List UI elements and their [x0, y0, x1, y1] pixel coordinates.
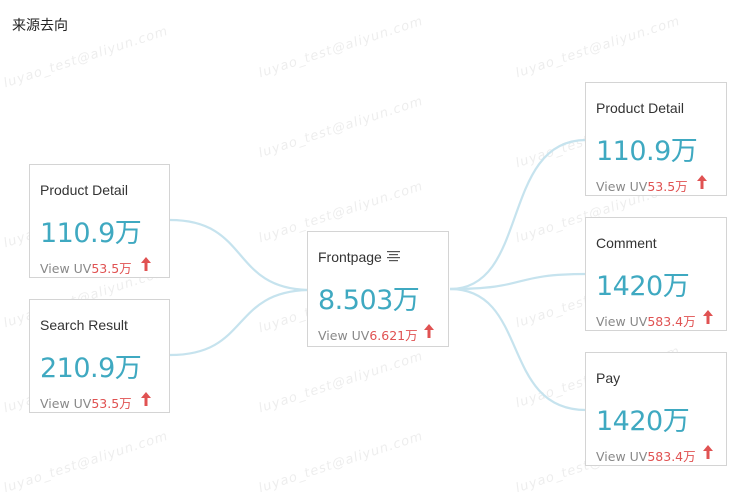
card-label: Pay — [596, 370, 621, 386]
uv-label: View UV — [40, 261, 92, 276]
uv-label: View UV — [596, 179, 648, 194]
link-dest-pay — [449, 287, 587, 412]
uv-label: View UV — [596, 314, 648, 329]
uv-value: 53.5万 — [91, 396, 132, 411]
link-dest-product-detail — [449, 138, 587, 291]
card-uv: View UV53.5万 — [40, 258, 132, 277]
card-value: 1420万 — [596, 406, 690, 437]
card-label: Product Detail — [596, 100, 684, 116]
page-title: 来源去向 — [12, 18, 68, 34]
uv-value: 53.5万 — [91, 261, 132, 276]
dest-card-pay[interactable]: Pay 1420万 View UV583.4万 — [585, 352, 727, 466]
card-value: 110.9万 — [40, 218, 142, 249]
uv-value: 6.621万 — [369, 328, 418, 343]
trend-up-icon — [703, 445, 713, 459]
link-dest-comment — [449, 272, 587, 291]
card-value: 110.9万 — [596, 136, 698, 167]
dest-card-product-detail[interactable]: Product Detail 110.9万 View UV53.5万 — [585, 82, 727, 196]
uv-value: 53.5万 — [647, 179, 688, 194]
trend-up-icon — [141, 257, 151, 271]
uv-value: 583.4万 — [647, 314, 696, 329]
card-uv: View UV583.4万 — [596, 446, 696, 465]
center-label: Frontpage — [318, 249, 382, 265]
card-value: 8.503万 — [318, 285, 420, 316]
center-card-frontpage[interactable]: Frontpage 8.503万 View UV6.621万 — [307, 231, 449, 347]
uv-label: View UV — [40, 396, 92, 411]
trend-up-icon — [703, 310, 713, 324]
source-card-search-result[interactable]: Search Result 210.9万 View UV53.5万 — [29, 299, 170, 413]
uv-label: View UV — [596, 449, 648, 464]
trend-up-icon — [697, 175, 707, 189]
card-uv: View UV583.4万 — [596, 311, 696, 330]
uv-value: 583.4万 — [647, 449, 696, 464]
link-source-search-result — [169, 288, 309, 357]
card-label: Product Detail — [40, 182, 128, 198]
card-value: 1420万 — [596, 271, 690, 302]
card-label: Search Result — [40, 317, 128, 333]
card-label: Comment — [596, 235, 657, 251]
card-uv: View UV53.5万 — [40, 393, 132, 412]
trend-up-icon — [424, 324, 434, 338]
card-uv: View UV53.5万 — [596, 176, 688, 195]
dest-card-comment[interactable]: Comment 1420万 View UV583.4万 — [585, 217, 727, 331]
source-card-product-detail[interactable]: Product Detail 110.9万 View UV53.5万 — [29, 164, 170, 278]
card-value: 210.9万 — [40, 353, 142, 384]
filter-lines-icon[interactable] — [386, 250, 400, 263]
card-label: Frontpage — [318, 249, 400, 265]
link-source-product-detail — [169, 218, 309, 292]
trend-up-icon — [141, 392, 151, 406]
uv-label: View UV — [318, 328, 370, 343]
card-uv: View UV6.621万 — [318, 325, 418, 344]
